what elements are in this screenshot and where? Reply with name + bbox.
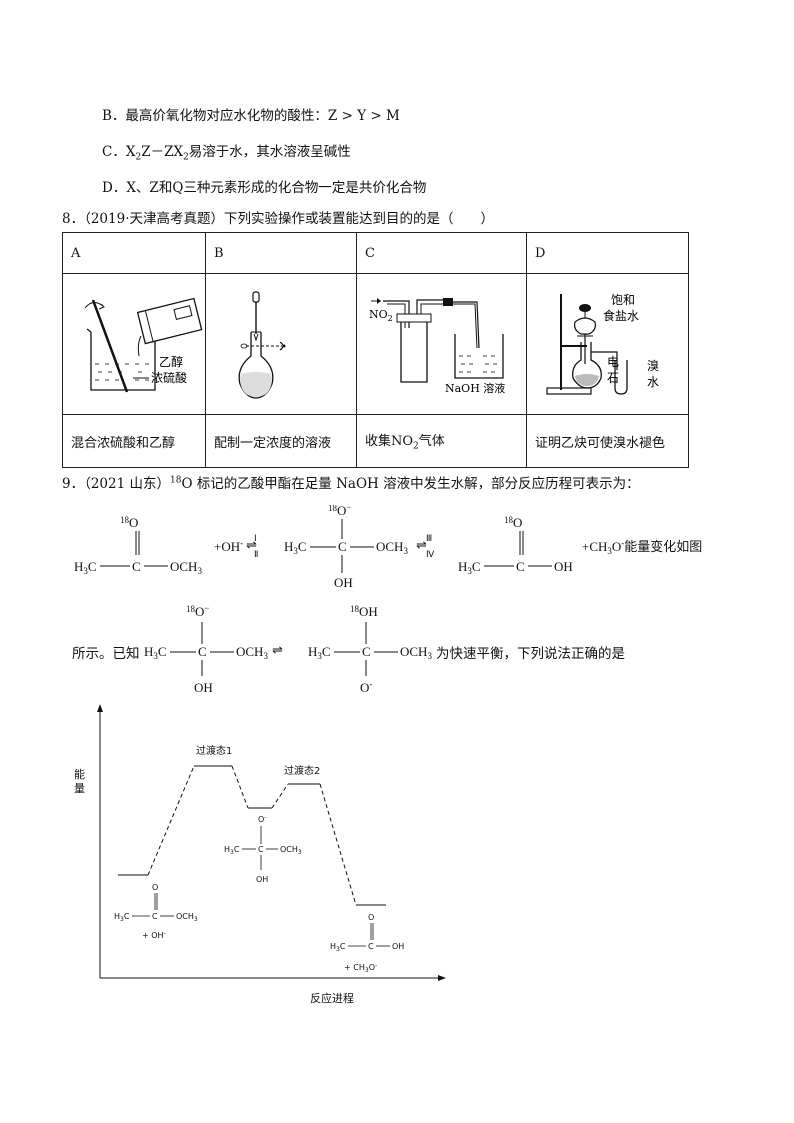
svg-text:OCH3: OCH3 <box>280 845 302 856</box>
svg-text:18O: 18O <box>504 515 522 530</box>
q8-header-d: D <box>526 232 689 274</box>
svg-text:OCH3: OCH3 <box>236 644 268 661</box>
svg-text:OH: OH <box>392 942 404 951</box>
label-ethanol: 乙醇 <box>159 354 183 369</box>
svg-text:Ⅱ: Ⅱ <box>254 549 258 559</box>
label-naoh-solution: NaOH 溶液 <box>445 381 505 395</box>
svg-text:H3C: H3C <box>308 644 331 661</box>
equilibrium-arrow-1: ⇌ <box>246 537 257 552</box>
transition-state-1-label: 过渡态1 <box>196 744 232 757</box>
q7-option-b: B．最高价氧化物对应水化物的酸性：Z > Y > M <box>102 108 400 124</box>
svg-text:C: C <box>338 539 347 554</box>
label-carbide-2: 石 <box>607 371 619 385</box>
gas-collection-illustration: NO2 NaOH 溶液 <box>369 298 505 395</box>
label-saturated: 饱和 <box>611 292 635 307</box>
svg-text:OH: OH <box>554 559 573 574</box>
label-carbide-1: 电 <box>607 355 619 369</box>
svg-text:OH: OH <box>256 875 268 884</box>
energy-profile-diagram: 能 量 反应进程 过渡态1 过渡态2 O- H3C C OCH3 OH O H3… <box>74 704 446 1005</box>
plus-hydroxide: +OH- <box>214 538 243 554</box>
svg-text:C: C <box>258 845 264 854</box>
svg-text:Ⅲ: Ⅲ <box>426 533 432 543</box>
methyl-acetate-h3c: H3C <box>74 559 97 576</box>
plus-methoxide: +CH3O-能量变化如图 <box>582 538 702 556</box>
svg-text:OCH3: OCH3 <box>170 559 202 576</box>
q8-table: A B C D <box>62 232 689 468</box>
svg-text:C: C <box>516 559 525 574</box>
q8-header-c: C <box>356 232 527 274</box>
y-axis-label-1: 能 <box>74 767 85 781</box>
q8-header-a: A <box>62 232 206 274</box>
q7-option-d: D．X、Z和Q三种元素形成的化合物一定是共价化合物 <box>102 180 427 196</box>
beaker-pouring-illustration: 乙醇 浓硫酸 <box>84 297 203 393</box>
label-bromine-2: 水 <box>647 375 659 389</box>
svg-text:O: O <box>368 913 374 922</box>
svg-text:Ⅰ: Ⅰ <box>254 533 257 543</box>
q8-header-b: B <box>205 232 357 274</box>
svg-text:OCH3: OCH3 <box>176 912 198 923</box>
q8-caption-b: 配制一定浓度的溶液 <box>205 414 357 468</box>
intermediate-structure: O- H3C C OCH3 OH <box>224 814 302 884</box>
transition-state-2-label: 过渡态2 <box>284 764 320 777</box>
svg-text:+ OH-: + OH- <box>142 930 166 940</box>
acetylene-generator-illustration: 饱和 食盐水 电 石 溴 水 <box>546 292 659 395</box>
svg-text:H3C: H3C <box>114 912 130 923</box>
product-structure: O H3C C OH + CH3O- <box>330 913 404 974</box>
q9-stem: 9．（2021 山东）18O 标记的乙酸甲酯在足量 NaOH 溶液中发生水解，部… <box>62 475 640 493</box>
q8-apparatus-b <box>205 273 357 415</box>
q8-caption-c: 收集NO2气体 <box>356 414 527 468</box>
svg-text:+ CH3O-: + CH3O- <box>344 962 377 974</box>
svg-text:OH: OH <box>334 575 353 590</box>
x-axis-label: 反应进程 <box>310 991 354 1005</box>
svg-text:18OH: 18OH <box>350 604 378 619</box>
q8-apparatus-a: 乙醇 浓硫酸 <box>62 273 206 415</box>
svg-text:18O−: 18O− <box>186 603 209 619</box>
q8-caption-a: 混合浓硫酸和乙醇 <box>62 414 206 468</box>
equilibrium-arrow-2: ⇌ <box>416 537 427 552</box>
svg-text:18O−: 18O− <box>328 505 351 518</box>
q8-apparatus-c: NO2 NaOH 溶液 <box>356 273 527 415</box>
svg-text:C: C <box>198 644 207 659</box>
svg-text:O: O <box>152 883 158 892</box>
reaction-equation-1: H3C C 18O OCH3 +OH- ⇌ Ⅰ Ⅱ H3C C 18O− OH … <box>74 505 702 590</box>
q8-apparatus-d: 饱和 食盐水 电 石 溴 水 <box>526 273 689 415</box>
y-axis-label-2: 量 <box>74 782 85 795</box>
svg-text:C: C <box>132 559 141 574</box>
svg-text:OH: OH <box>194 680 213 695</box>
label-conc-sulfuric-acid: 浓硫酸 <box>151 370 187 385</box>
svg-text:C: C <box>152 912 158 921</box>
label-no2: NO2 <box>369 308 393 323</box>
q9-line2-prefix: 所示。已知 <box>72 646 140 662</box>
q7-option-c: C．X2Z－ZX2易溶于水，其水溶液呈碱性 <box>102 144 351 163</box>
label-bromine-1: 溴 <box>647 359 659 373</box>
svg-text:H3C: H3C <box>224 845 240 856</box>
q8-stem: 8．（2019·天津高考真题）下列实验操作或装置能达到目的的是（ ） <box>62 211 494 227</box>
svg-text:C: C <box>362 644 371 659</box>
fast-equilibrium-arrow: ⇌ <box>272 642 283 657</box>
reactant-structure: O H3C C OCH3 + OH- <box>114 883 198 940</box>
svg-text:OCH3: OCH3 <box>400 644 432 661</box>
volumetric-flask-illustration <box>238 291 286 399</box>
q8-caption-d: 证明乙炔可使溴水褪色 <box>526 414 689 468</box>
svg-text:OCH3: OCH3 <box>376 539 408 556</box>
svg-text:H3C: H3C <box>284 539 307 556</box>
svg-text:H3C: H3C <box>458 559 481 576</box>
svg-text:Ⅳ: Ⅳ <box>426 549 435 559</box>
fast-equilibrium-structures: H3C C 18O− OH OCH3 ⇌ H3C C 18OH O- OCH3 <box>144 603 432 695</box>
q9-line2-suffix: 为快速平衡，下列说法正确的是 <box>436 646 625 662</box>
svg-text:18O: 18O <box>120 515 138 530</box>
svg-text:O-: O- <box>258 814 266 824</box>
svg-text:C: C <box>368 942 374 951</box>
svg-text:O-: O- <box>360 679 372 695</box>
svg-text:H3C: H3C <box>144 644 167 661</box>
svg-text:H3C: H3C <box>330 942 346 953</box>
label-brine: 食盐水 <box>603 308 639 323</box>
